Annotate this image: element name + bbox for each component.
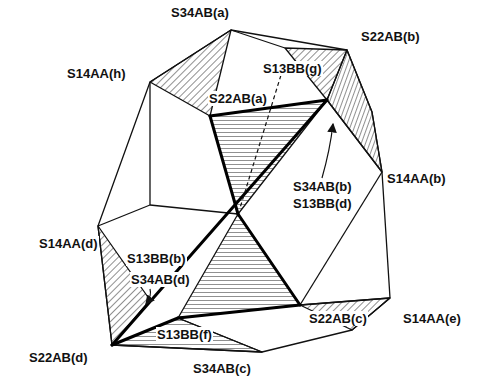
site-label: S34AB(d)	[130, 272, 191, 287]
site-label: S22AB(d)	[28, 350, 89, 365]
site-label: S14AA(e)	[402, 311, 462, 326]
site-label: S14AA(h)	[66, 66, 127, 81]
site-label: S22AB(a)	[208, 91, 268, 106]
site-label: S34AB(a)	[170, 5, 230, 20]
site-label: S22AB(b)	[360, 29, 421, 44]
site-label: S34AB(c)	[192, 361, 252, 376]
site-label: S34AB(b)	[292, 179, 353, 194]
site-label: S13BB(g)	[262, 61, 323, 76]
site-label: S13BB(f)	[156, 327, 213, 342]
site-label: S22AB(c)	[308, 311, 368, 326]
site-label: S13BB(d)	[292, 196, 353, 211]
site-label: S13BB(b)	[126, 251, 187, 266]
site-label: S14AA(b)	[386, 171, 447, 186]
site-label: S14AA(d)	[38, 236, 99, 251]
